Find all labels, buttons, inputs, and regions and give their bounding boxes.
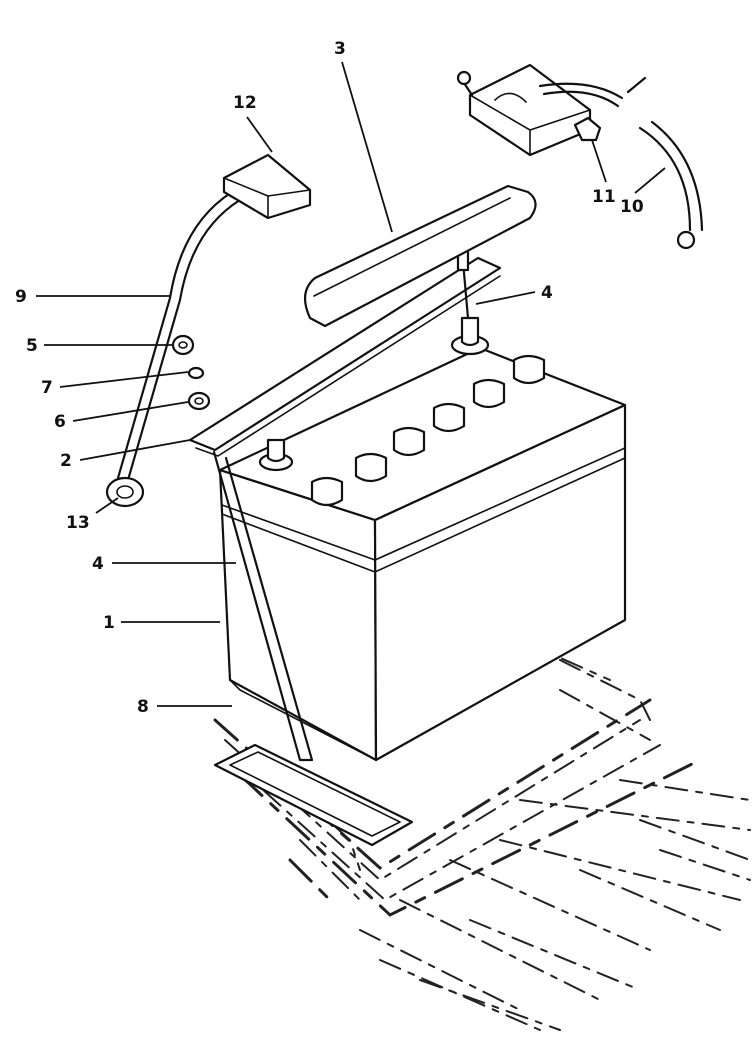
connector-11 (573, 116, 602, 142)
callout-12: 12 (233, 93, 257, 113)
callout-6: 6 (54, 412, 66, 432)
lock-washer-7 (187, 366, 205, 380)
battery (218, 316, 627, 762)
terminal-cover (303, 184, 537, 328)
callout-2: 2 (60, 451, 72, 471)
cable-10 (638, 120, 704, 250)
callout-5: 5 (26, 336, 38, 356)
nut-5 (171, 334, 195, 356)
callout-3: 3 (334, 39, 346, 59)
callout-4-lower: 4 (92, 554, 104, 574)
battery-terminals (258, 316, 490, 472)
callout-4-upper: 4 (541, 283, 553, 303)
negative-cable (116, 190, 242, 482)
cable-cover-12 (222, 153, 312, 220)
callout-13: 13 (66, 513, 90, 533)
leader-lines (36, 61, 666, 707)
callout-9: 9 (15, 287, 27, 307)
battery-pad (213, 743, 414, 847)
callout-11: 11 (592, 187, 616, 207)
washer-6 (187, 391, 211, 411)
callout-8: 8 (137, 697, 149, 717)
battery-tray (213, 639, 751, 1031)
hold-down-rod-front (212, 450, 314, 762)
vent-caps (310, 354, 546, 507)
callout-1: 1 (103, 613, 115, 633)
callout-10: 10 (620, 197, 644, 217)
callout-7: 7 (41, 378, 53, 398)
hold-down-bar (188, 256, 502, 457)
positive-cable-assembly (456, 63, 647, 157)
callout-labels: 1 2 3 4 4 5 6 7 8 9 10 11 12 13 (15, 39, 644, 717)
